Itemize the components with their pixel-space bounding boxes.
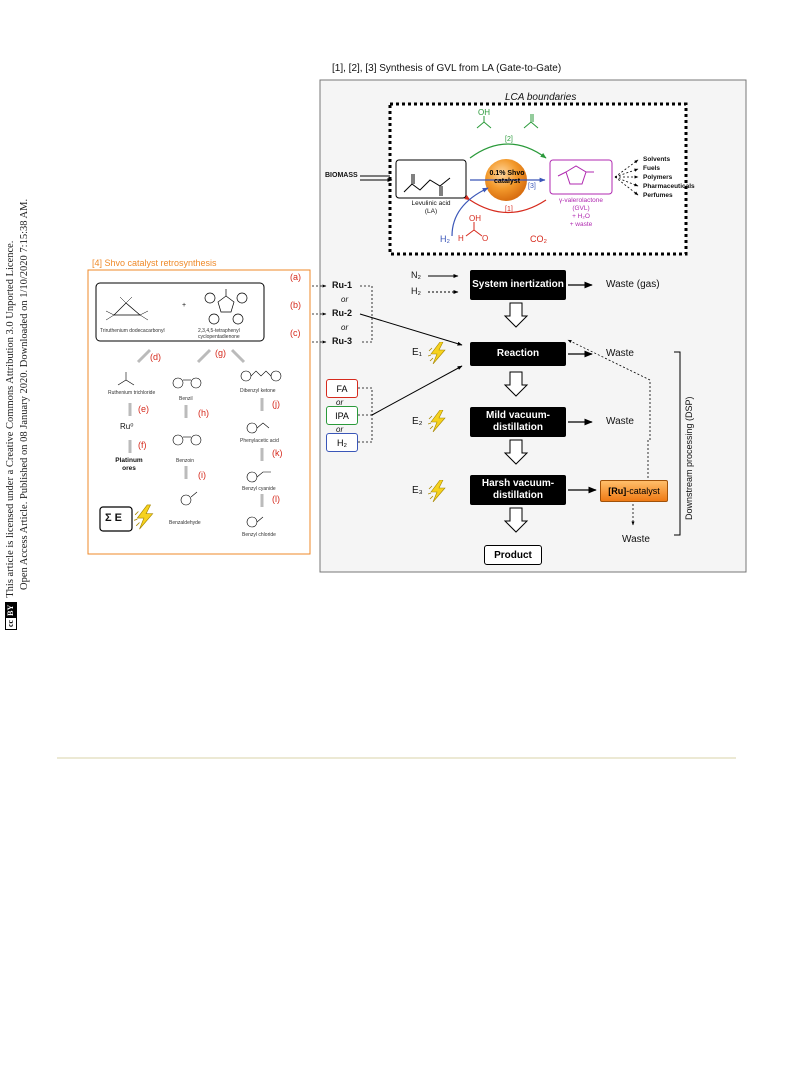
sigma-e-label: Σ E	[105, 512, 122, 524]
route-a: (a)	[290, 272, 301, 282]
step-h: (h)	[198, 408, 209, 418]
ipa-box: IPA	[326, 406, 358, 425]
benzoin-label: Benzoin	[176, 458, 195, 464]
h2-input: H₂	[411, 286, 421, 296]
ru-3-label: Ru-3	[332, 336, 352, 346]
la-structure-box	[395, 159, 467, 199]
dsp-label: Downstream processing (DSP)	[684, 396, 694, 520]
or-2: or	[341, 323, 349, 332]
ru0-label: Ru⁰	[120, 422, 134, 431]
h2-box: H₂	[326, 433, 358, 452]
rucl3-label: Ruthenium trichloride	[108, 390, 156, 396]
benzaldehyde-label: Benzaldehyde	[169, 520, 201, 526]
mild-distillation-step: Mild vacuum-distillation	[470, 407, 566, 437]
or-4: or	[336, 425, 344, 434]
step-g: (g)	[215, 348, 226, 358]
sigma-e-box	[99, 506, 133, 532]
ru3co12-label: Triruthenium dodecacarbonyl	[100, 328, 165, 334]
ru-1-label: Ru-1	[332, 280, 352, 290]
formic-h: H	[458, 234, 464, 243]
step-l: (l)	[272, 494, 280, 504]
paa-label: Phenylacetic acid	[240, 438, 279, 444]
route-2-label: [2]	[505, 136, 513, 143]
benzil-label: Benzil	[179, 396, 193, 402]
step-j: (j)	[272, 399, 280, 409]
biomass-label: BIOMASS	[325, 172, 358, 179]
step-d: (d)	[150, 352, 161, 362]
dbk-label: Dibenzyl ketone	[240, 388, 276, 394]
step-i: (i)	[198, 470, 206, 480]
oh-isopropanol: OH	[478, 108, 490, 117]
plus-sign: +	[182, 302, 187, 309]
bcn-label: Benzyl cyanide	[242, 486, 276, 492]
e3-label: E₃	[412, 485, 423, 496]
gvl-products-list: Solvents Fuels Polymers Pharmaceuticals …	[643, 155, 695, 200]
route-c: (c)	[290, 328, 301, 338]
system-inertization-step: System inertization	[470, 270, 566, 300]
n2-input: N₂	[411, 270, 421, 280]
e1-label: E₁	[412, 347, 423, 358]
formic-o: O	[482, 234, 489, 243]
gvl-name: γ-valerolactone(GVL) + H₂O+ waste	[558, 197, 604, 228]
reaction-step: Reaction	[470, 342, 566, 366]
harsh-distillation-step: Harsh vacuum-distillation	[470, 475, 566, 505]
la-name: Levulinic acid(LA)	[411, 200, 451, 215]
figure-header: [1], [2], [3] Synthesis of GVL from LA (…	[332, 63, 562, 74]
bcl-label: Benzyl chloride	[242, 532, 276, 538]
or-3: or	[336, 398, 344, 407]
shvo-title: [4] Shvo catalyst retrosynthesis	[92, 258, 217, 268]
waste-mild: Waste	[606, 416, 634, 427]
product-item: Solvents	[643, 156, 671, 163]
figure-graphics	[57, 79, 747, 759]
gvl-structure-box	[549, 159, 613, 195]
waste-reaction: Waste	[606, 348, 634, 359]
fa-box: FA	[326, 379, 358, 398]
formic-oh: OH	[469, 214, 481, 223]
ru-catalyst-box: [Ru]-catalyst	[600, 480, 668, 502]
product-item: Pharmaceuticals	[643, 183, 695, 190]
route-b: (b)	[290, 300, 301, 310]
product-item: Fuels	[643, 165, 660, 172]
product-item: Perfumes	[643, 192, 673, 199]
route-3-label: [3]	[528, 183, 536, 190]
product-item: Polymers	[643, 174, 673, 181]
ru-2-label: Ru-2	[332, 308, 352, 318]
e2-label: E₂	[412, 416, 423, 427]
waste-catalyst: Waste	[622, 534, 650, 545]
step-f: (f)	[138, 440, 147, 450]
step-k: (k)	[272, 448, 283, 458]
lca-title: LCA boundaries	[505, 92, 577, 103]
h2-reagent: H₂	[440, 234, 450, 244]
co2-label: CO₂	[530, 234, 547, 244]
product-box: Product	[484, 545, 542, 565]
waste-gas: Waste (gas)	[606, 279, 660, 290]
ru-bracket: [Ru]	[608, 486, 627, 496]
step-e: (e)	[138, 404, 149, 414]
or-1: or	[341, 295, 349, 304]
route-1-label: [1]	[505, 206, 513, 213]
shvo-precursor-box	[95, 282, 265, 342]
